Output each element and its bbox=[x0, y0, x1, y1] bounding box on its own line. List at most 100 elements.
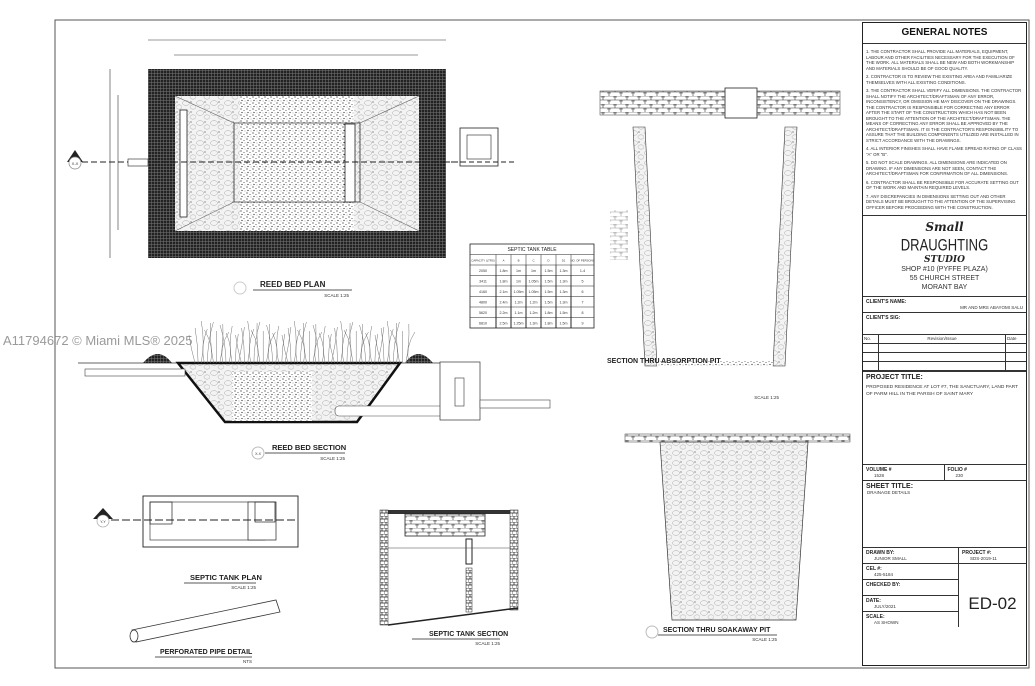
drawing-scale: SCALE 1:25 bbox=[754, 395, 779, 400]
table-cell: 1.5m bbox=[545, 280, 553, 284]
general-notes: 1. The contractor shall provide all mate… bbox=[863, 44, 1026, 216]
drawing-scale: SCALE 1:25 bbox=[475, 641, 500, 646]
note: 7. Any discrepancies in dimensions setti… bbox=[866, 193, 1016, 210]
checked-by-label: CHECKED BY: bbox=[866, 582, 901, 588]
table-cell: 2.1m bbox=[500, 290, 508, 294]
folio: 230 bbox=[955, 473, 964, 478]
date-label: DATE: bbox=[866, 598, 881, 604]
logo-line: DRAUGHTING bbox=[900, 234, 989, 255]
table-cell: 2.5m bbox=[500, 322, 508, 326]
section-marker: Y-Y bbox=[100, 520, 106, 524]
drawing-title: SEPTIC TANK SECTION bbox=[429, 631, 508, 638]
drawing-title: SEPTIC TANK PLAN bbox=[190, 573, 262, 582]
table-cell: 1.3m bbox=[560, 290, 568, 294]
section-marker: X-X bbox=[72, 161, 79, 166]
cel-label: CEL #: bbox=[866, 566, 882, 572]
client-sig-label: CLIENT'S SIG: bbox=[866, 315, 901, 321]
drawing-title: PERFORATED PIPE DETAIL bbox=[160, 649, 253, 656]
table-cell: 1.8m bbox=[500, 269, 508, 273]
table-cell: 1m bbox=[531, 269, 536, 273]
revision-header: No. bbox=[863, 335, 879, 344]
table-cell: 9 bbox=[582, 322, 584, 326]
studio-address: 55 CHURCH STREET bbox=[909, 275, 980, 282]
reed-bed-section: REED BED SECTION SCALE 1:25 X-X bbox=[78, 320, 551, 461]
logo-line: Small bbox=[925, 220, 964, 234]
septic-tank-plan: Y-Y SEPTIC TANK PLAN SCALE 1:25 bbox=[93, 495, 299, 590]
drawing-scale: NTS bbox=[243, 659, 252, 664]
table-cell: 1m bbox=[516, 280, 521, 284]
date: JULY/2021 bbox=[874, 604, 896, 609]
table-cell: 1.25m bbox=[514, 322, 524, 326]
table-cell: 5 bbox=[582, 280, 584, 284]
table-header: C bbox=[532, 259, 534, 263]
volume: 1528 bbox=[874, 473, 885, 478]
volume-label: VOLUME # bbox=[866, 467, 892, 473]
table-cell: 7 bbox=[582, 301, 584, 305]
note: 5. Do not scale drawings. All dimensions… bbox=[866, 160, 1009, 176]
note: 4. All interior finishes shall have flam… bbox=[866, 146, 1022, 157]
table-cell: 4160 bbox=[479, 290, 487, 294]
note: 2. Contractor is to review the existing … bbox=[866, 74, 1013, 85]
studio-address: MORANT BAY bbox=[921, 284, 968, 291]
table-title: SEPTIC TANK TABLE bbox=[507, 247, 557, 253]
client-name-label: CLIENT'S NAME: bbox=[866, 299, 907, 305]
table-cell: 1.05m bbox=[514, 290, 524, 294]
table-cell: 1.05m bbox=[529, 280, 539, 284]
project-title: PROPOSED RESIDENCE AT LOT #7, THE SANCTU… bbox=[866, 385, 1018, 397]
drawing-scale: SCALE 1:25 bbox=[231, 585, 256, 590]
drawn-by-label: DRAWN BY: bbox=[866, 550, 895, 556]
scale-label: SCALE: bbox=[866, 614, 885, 620]
folio-label: FOLIO # bbox=[947, 467, 967, 473]
table-cell: 1.1m bbox=[515, 311, 523, 315]
table-cell: 1-4 bbox=[580, 269, 585, 273]
project-title-label: PROJECT TITLE: bbox=[866, 374, 923, 381]
table-cell: 1.05m bbox=[529, 290, 539, 294]
septic-tank-section: SEPTIC TANK SECTION SCALE 1:25 bbox=[379, 509, 519, 646]
drawing-scale: SCALE 1:25 bbox=[320, 456, 345, 461]
table-cell: 1.8m bbox=[545, 322, 553, 326]
reed-bed-plan: X-X REED BED PLAN SCALE 1:25 bbox=[67, 39, 470, 298]
table-header: D1 bbox=[562, 259, 566, 263]
table-cell: 3411 bbox=[479, 280, 487, 284]
client-name: MR AND MRS ABAYOMI SALU bbox=[960, 305, 1023, 310]
table-cell: 1.2m bbox=[530, 301, 538, 305]
drawing-scale: SCALE 1:25 bbox=[324, 293, 349, 298]
section-marker: X-X bbox=[255, 452, 262, 456]
cel: 425-5184 bbox=[874, 572, 894, 577]
soakaway-pit-section: SECTION THRU SOAKAWAY PIT SCALE 1:25 bbox=[624, 433, 851, 642]
drawn-by: JUNIOR SMALL bbox=[874, 556, 907, 561]
project-number-label: PROJECT #: bbox=[962, 550, 992, 556]
watermark: A11794672 © Miami MLS® 2025 bbox=[3, 333, 193, 348]
table-cell: 1.5m bbox=[545, 269, 553, 273]
drawing-title: REED BED PLAN bbox=[260, 280, 326, 289]
studio-address: SHOP #10 (PYFFE PLAZA) bbox=[901, 266, 988, 273]
table-header: A bbox=[503, 259, 505, 263]
revision-header: Revision/Issue bbox=[879, 335, 1006, 344]
title-block: GENERAL NOTES 1. The contractor shall pr… bbox=[862, 22, 1027, 666]
drawing-scale: SCALE 1:25 bbox=[752, 637, 777, 642]
studio-logo: Small DRAUGHTING STUDIO SHOP #10 (PYFFE … bbox=[863, 216, 1026, 297]
sheet-border bbox=[54, 19, 1030, 669]
table-cell: 6 bbox=[582, 290, 584, 294]
table-cell: 1.2m bbox=[515, 301, 523, 305]
table-header: NO. OF PERSONS bbox=[570, 259, 594, 263]
revision-table: No. Revision/Issue Date bbox=[863, 335, 1026, 372]
reeds-illustration bbox=[188, 320, 416, 364]
general-notes-title: GENERAL NOTES bbox=[863, 23, 1026, 44]
note: 1. The contractor shall provide all mate… bbox=[866, 49, 1015, 71]
revision-header: Date bbox=[1006, 335, 1026, 344]
table-cell: 4800 bbox=[479, 301, 487, 305]
table-cell: 1.3m bbox=[560, 269, 568, 273]
drawing-title: SECTION THRU ABSORPTION PIT bbox=[607, 358, 721, 365]
note: 6. Contractor shall be responsible for a… bbox=[866, 179, 1019, 191]
table-cell: 1.5m bbox=[560, 322, 568, 326]
sheet-title: DRAINAGE DETAILS bbox=[867, 490, 911, 495]
table-cell: 1m bbox=[516, 269, 521, 273]
table-cell: 1.5m bbox=[560, 311, 568, 315]
table-cell: 6810 bbox=[479, 322, 487, 326]
table-cell: 1.3m bbox=[530, 322, 538, 326]
project-number: SDS-2019-11 bbox=[970, 556, 997, 561]
table-cell: 8 bbox=[582, 311, 584, 315]
